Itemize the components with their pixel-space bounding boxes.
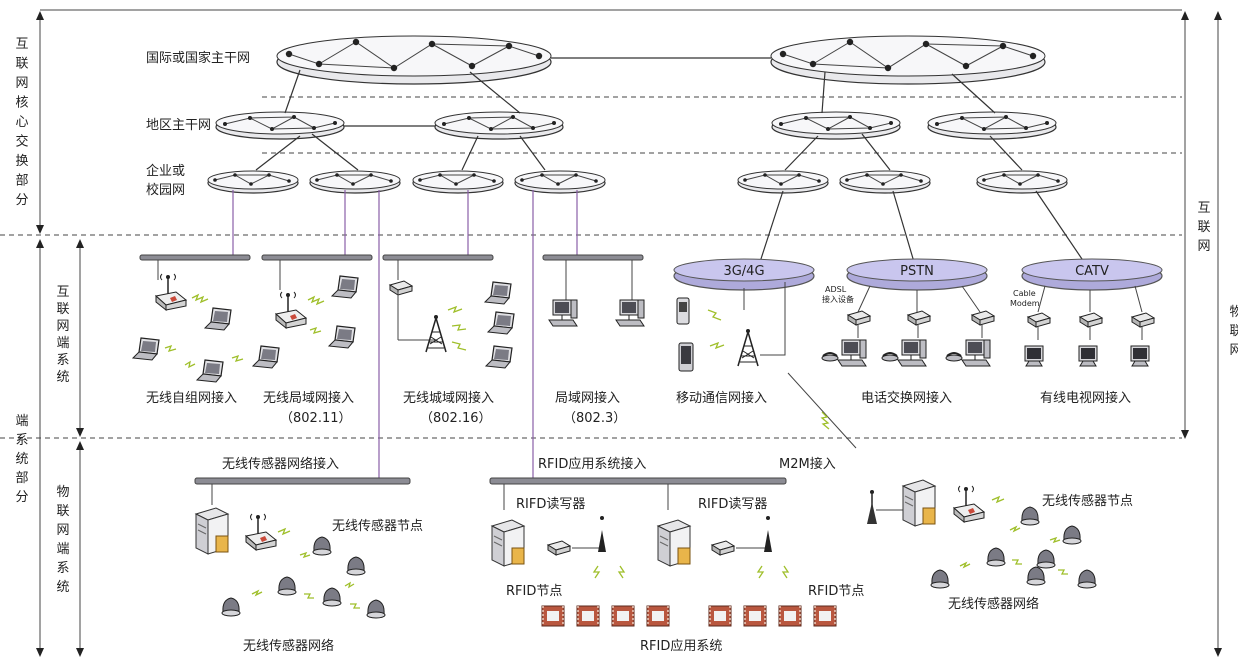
label-lan-access: 局域网接入: [555, 390, 620, 406]
label-wman-standard: （802.16）: [420, 411, 492, 426]
bus-wsn: [194, 477, 411, 485]
bus-wlan: [261, 254, 373, 261]
bus-adhoc: [139, 254, 251, 261]
adhoc-devices: [132, 260, 280, 383]
region-ring-3: [771, 111, 901, 140]
label-3g4g: 3G/4G: [723, 264, 764, 279]
label-region-backbone: 地区主干网: [146, 118, 211, 133]
label-sensor-node-right: 无线传感器节点: [1042, 493, 1133, 509]
label-rfid-access: RFID应用系统接入: [538, 456, 646, 472]
label-pstn: PSTN: [900, 264, 934, 279]
bus-rfid: [489, 477, 787, 485]
label-wsn-right: 无线传感器网络: [948, 596, 1039, 612]
side-label-iot: 物联网: [1229, 305, 1238, 358]
label-wsn-access: 无线传感器网络接入: [222, 456, 339, 472]
label-campus-1: 企业或: [146, 163, 185, 179]
label-cable-1: Cable: [1013, 289, 1036, 298]
side-label-iot-end: 物联网端系统: [56, 485, 69, 595]
bus-lan: [542, 254, 644, 261]
wlan-devices: [275, 260, 359, 349]
side-labels: 互联网核心交换部分互联网端系统端系统部分物联网端系统 互联网物联网: [15, 37, 1238, 595]
network-pstn: [846, 258, 988, 291]
label-wlan-access: 无线局域网接入: [263, 390, 354, 406]
campus-ring-2: [309, 170, 401, 194]
side-label-end-system-part: 端系统部分: [15, 414, 28, 505]
dimension-arrow-internet: [1181, 11, 1189, 439]
backbone-ring-left: [276, 35, 552, 85]
label-adhoc-access: 无线自组网接入: [146, 390, 237, 406]
campus-ring-6: [839, 170, 931, 194]
label-wman-access: 无线城域网接入: [403, 390, 494, 406]
rfid-group-1: [491, 484, 626, 579]
label-lan-standard: （802.3）: [563, 411, 626, 426]
rfid-tags: [541, 605, 837, 627]
campus-ring-5: [737, 170, 829, 194]
label-wsn-left: 无线传感器网络: [243, 638, 334, 654]
wsn-left-devices: [195, 484, 386, 619]
campus-ring-4: [514, 170, 606, 194]
label-adsl-2: 接入设备: [822, 294, 854, 304]
catv-devices: [1024, 285, 1155, 367]
label-rfid-system: RFID应用系统: [640, 638, 722, 654]
label-core-backbone: 国际或国家主干网: [146, 50, 250, 66]
label-campus-2: 校园网: [146, 182, 185, 198]
campus-ring-7: [976, 170, 1068, 194]
label-rfid-node-2: RFID节点: [808, 584, 864, 599]
label-cable-2: Modem: [1010, 299, 1040, 308]
region-ring-4: [927, 111, 1057, 140]
label-catv-access: 有线电视网接入: [1040, 390, 1131, 406]
lan-devices: [548, 260, 645, 327]
side-label-internet-end: 互联网端系统: [56, 285, 69, 385]
region-ring-1: [215, 111, 345, 140]
wsn-right-devices: [867, 479, 1097, 589]
label-adsl-1: ADSL: [825, 285, 847, 294]
campus-ring-3: [412, 170, 504, 194]
label-sensor-node-left: 无线传感器节点: [332, 518, 423, 534]
label-phone-access: 电话交换网接入: [861, 390, 952, 406]
dimension-arrow-iot-end: [76, 441, 84, 657]
backbone-ring-right: [770, 35, 1046, 85]
m2m-link: [787, 372, 857, 449]
campus-ring-1: [207, 170, 299, 194]
wman-devices: [389, 260, 515, 369]
label-rfid-reader-2: RIFD读写器: [698, 497, 767, 512]
hierarchy-links: [255, 69, 1085, 263]
label-wlan-standard: （802.11）: [280, 411, 352, 426]
side-label-internet: 互联网: [1197, 201, 1210, 254]
bus-wman: [382, 254, 494, 261]
dimension-arrow-end: [36, 239, 44, 657]
campus-drops: [232, 190, 578, 480]
label-m2m-access: M2M接入: [779, 456, 836, 472]
mobile-devices: [676, 282, 786, 372]
dimension-arrow-core: [36, 11, 44, 234]
side-label-core-part: 互联网核心交换部分: [15, 37, 28, 208]
label-rfid-node-1: RFID节点: [506, 584, 562, 599]
network-catv: [1021, 258, 1163, 291]
label-mobile-access: 移动通信网接入: [676, 390, 767, 406]
dimension-arrow-iot: [1214, 11, 1222, 657]
dimension-arrow-internet-end: [76, 239, 84, 437]
rfid-group-2: [657, 484, 790, 579]
pstn-devices: [821, 285, 995, 367]
region-ring-2: [434, 111, 564, 140]
label-catv: CATV: [1075, 264, 1109, 279]
label-rfid-reader-1: RIFD读写器: [516, 497, 585, 512]
